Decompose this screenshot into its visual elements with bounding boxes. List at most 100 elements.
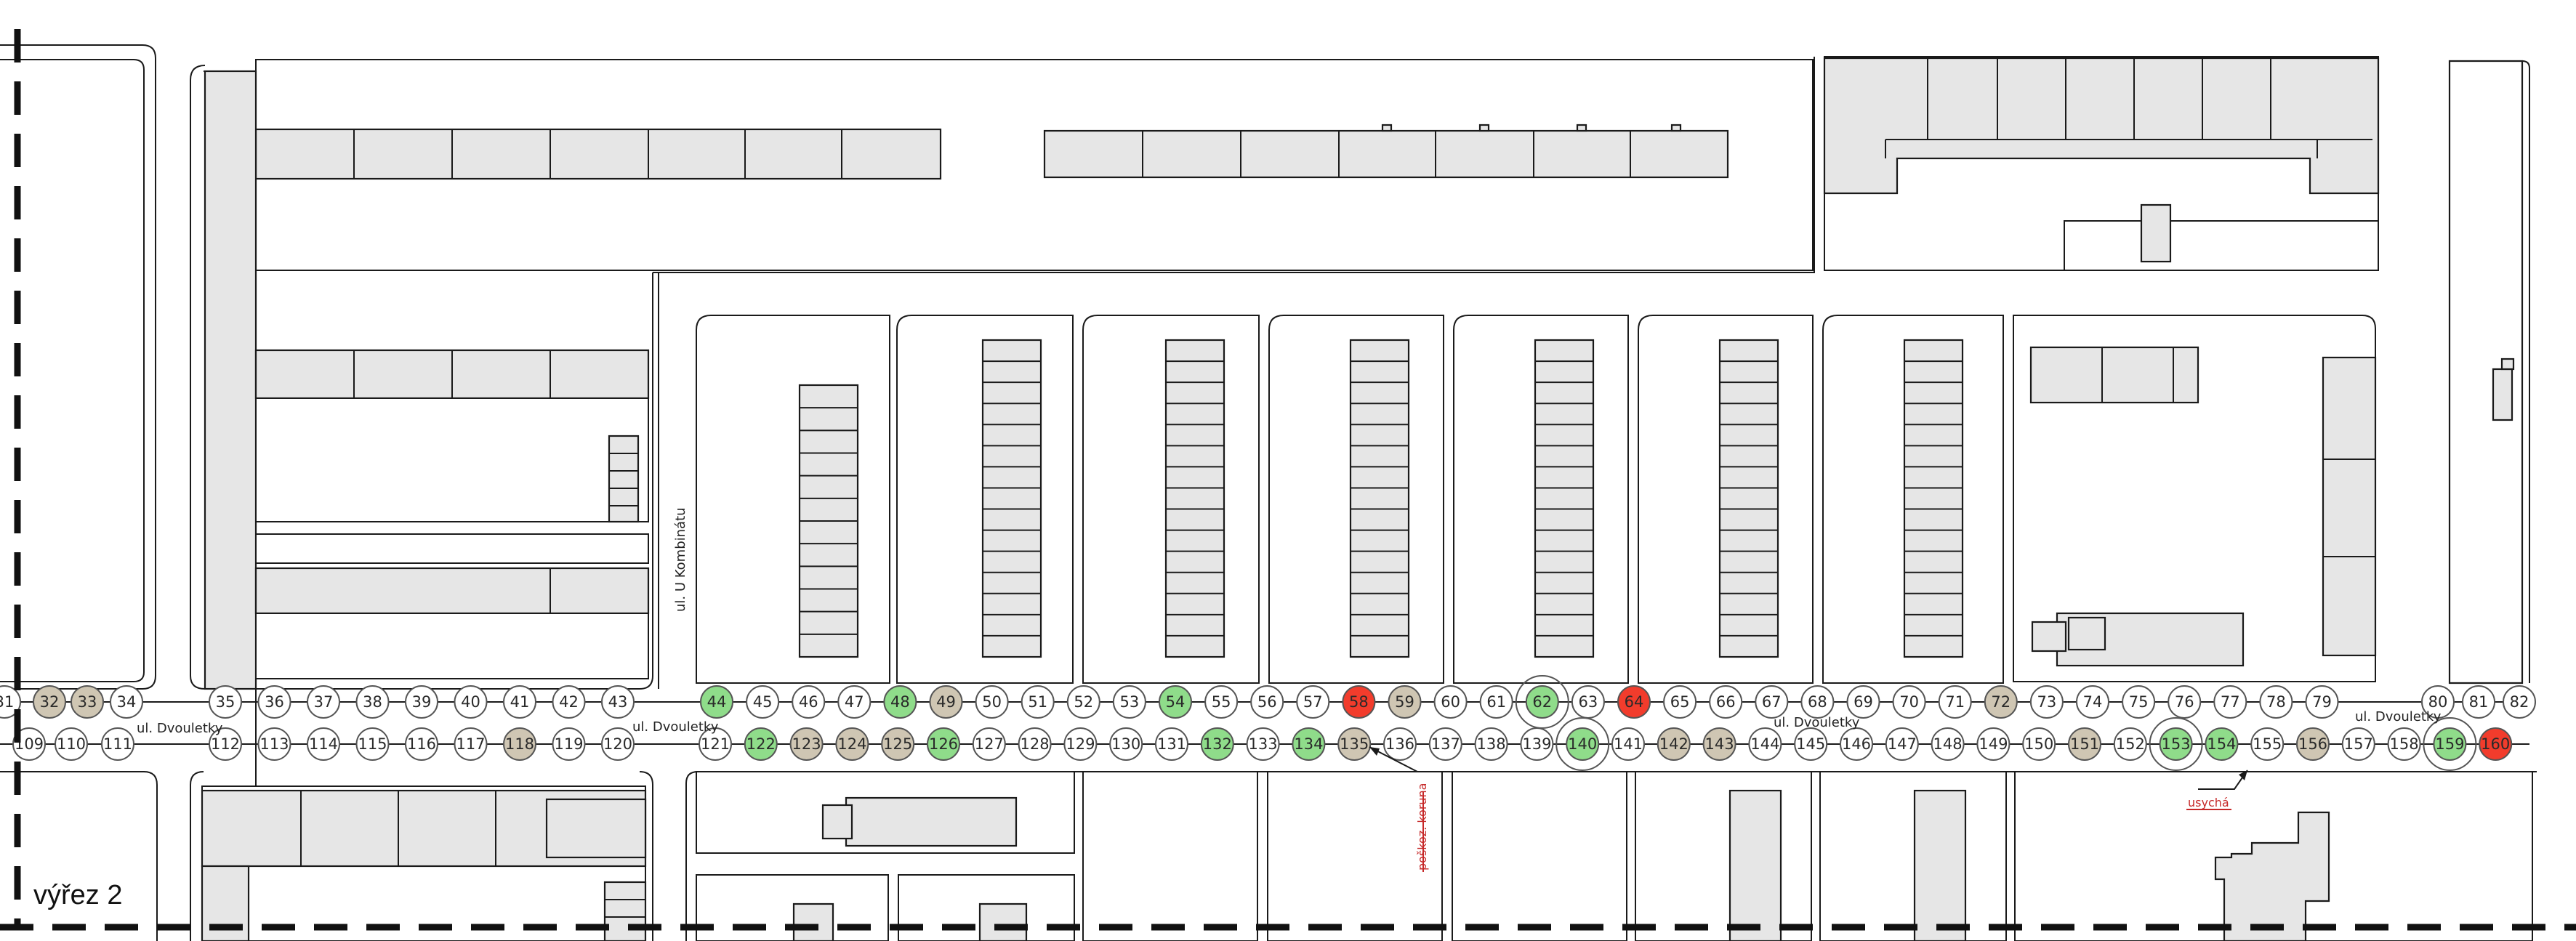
tree-145[interactable]: 145 [1794, 727, 1828, 761]
tree-110[interactable]: 110 [55, 727, 88, 761]
tree-45[interactable]: 45 [746, 685, 780, 719]
tree-32[interactable]: 32 [33, 685, 66, 719]
tree-142[interactable]: 142 [1657, 727, 1691, 761]
tree-153[interactable]: 153 [2149, 717, 2203, 771]
tree-46[interactable]: 46 [792, 685, 826, 719]
tree-66[interactable]: 66 [1709, 685, 1743, 719]
tree-76[interactable]: 76 [2168, 685, 2202, 719]
tree-81[interactable]: 81 [2462, 685, 2495, 719]
tree-54[interactable]: 54 [1159, 685, 1192, 719]
tree-146[interactable]: 146 [1840, 727, 1873, 761]
tree-141[interactable]: 141 [1611, 727, 1645, 761]
tree-71[interactable]: 71 [1938, 685, 1972, 719]
tree-129[interactable]: 129 [1063, 727, 1098, 761]
tree-123[interactable]: 123 [789, 727, 824, 761]
tree-133[interactable]: 133 [1246, 727, 1280, 761]
tree-72[interactable]: 72 [1984, 685, 2018, 719]
tree-68[interactable]: 68 [1800, 685, 1835, 719]
tree-79[interactable]: 79 [2305, 685, 2339, 719]
tree-112[interactable]: 112 [209, 727, 242, 761]
tree-49[interactable]: 49 [929, 685, 963, 719]
tree-51[interactable]: 51 [1021, 685, 1055, 719]
tree-122[interactable]: 122 [744, 727, 778, 761]
tree-138[interactable]: 138 [1474, 727, 1508, 761]
tree-137[interactable]: 137 [1428, 727, 1462, 761]
tree-121[interactable]: 121 [699, 727, 732, 761]
tree-155[interactable]: 155 [2250, 727, 2285, 761]
tree-64[interactable]: 64 [1617, 685, 1651, 719]
tree-114[interactable]: 114 [307, 727, 340, 761]
tree-125[interactable]: 125 [881, 727, 915, 761]
tree-126[interactable]: 126 [927, 727, 960, 761]
tree-158[interactable]: 158 [2387, 727, 2421, 761]
tree-120[interactable]: 120 [601, 727, 635, 761]
tree-36[interactable]: 36 [257, 685, 291, 719]
tree-55[interactable]: 55 [1204, 685, 1239, 719]
tree-53[interactable]: 53 [1112, 685, 1146, 719]
tree-33[interactable]: 33 [71, 685, 104, 719]
tree-135[interactable]: 135 [1337, 727, 1372, 761]
tree-58[interactable]: 58 [1342, 685, 1376, 719]
tree-124[interactable]: 124 [835, 727, 869, 761]
tree-61[interactable]: 61 [1479, 685, 1513, 719]
tree-136[interactable]: 136 [1383, 727, 1417, 761]
tree-48[interactable]: 48 [883, 685, 917, 719]
tree-144[interactable]: 144 [1748, 727, 1782, 761]
tree-148[interactable]: 148 [1931, 727, 1965, 761]
tree-154[interactable]: 154 [2205, 727, 2239, 761]
tree-42[interactable]: 42 [552, 685, 586, 719]
tree-134[interactable]: 134 [1292, 727, 1326, 761]
tree-41[interactable]: 41 [503, 685, 536, 719]
tree-38[interactable]: 38 [355, 685, 390, 719]
tree-65[interactable]: 65 [1663, 685, 1697, 719]
tree-70[interactable]: 70 [1892, 685, 1926, 719]
tree-128[interactable]: 128 [1018, 727, 1052, 761]
tree-152[interactable]: 152 [2113, 727, 2147, 761]
tree-75[interactable]: 75 [2122, 685, 2156, 719]
tree-67[interactable]: 67 [1755, 685, 1789, 719]
tree-151[interactable]: 151 [2068, 727, 2101, 761]
tree-40[interactable]: 40 [454, 685, 488, 719]
tree-130[interactable]: 130 [1109, 727, 1143, 761]
tree-74[interactable]: 74 [2076, 685, 2109, 719]
tree-78[interactable]: 78 [2259, 685, 2293, 719]
tree-62[interactable]: 62 [1515, 675, 1569, 729]
tree-119[interactable]: 119 [552, 727, 586, 761]
tree-47[interactable]: 47 [837, 685, 872, 719]
tree-157[interactable]: 157 [2341, 727, 2375, 761]
tree-149[interactable]: 149 [1976, 727, 2011, 761]
tree-159[interactable]: 159 [2423, 717, 2477, 771]
tree-56[interactable]: 56 [1250, 685, 1284, 719]
tree-35[interactable]: 35 [209, 685, 242, 719]
tree-39[interactable]: 39 [405, 685, 438, 719]
tree-115[interactable]: 115 [355, 727, 390, 761]
tree-109[interactable]: 109 [12, 727, 46, 761]
tree-44[interactable]: 44 [700, 685, 733, 719]
tree-52[interactable]: 52 [1066, 685, 1100, 719]
tree-111[interactable]: 111 [101, 727, 134, 761]
tree-34[interactable]: 34 [110, 685, 143, 719]
tree-43[interactable]: 43 [601, 685, 635, 719]
tree-59[interactable]: 59 [1388, 685, 1422, 719]
tree-132[interactable]: 132 [1200, 727, 1234, 761]
tree-60[interactable]: 60 [1433, 685, 1468, 719]
tree-127[interactable]: 127 [972, 727, 1006, 761]
tree-77[interactable]: 77 [2213, 685, 2247, 719]
tree-113[interactable]: 113 [257, 727, 291, 761]
tree-57[interactable]: 57 [1296, 685, 1330, 719]
tree-116[interactable]: 116 [405, 727, 438, 761]
tree-37[interactable]: 37 [307, 685, 340, 719]
tree-131[interactable]: 131 [1155, 727, 1188, 761]
tree-73[interactable]: 73 [2029, 685, 2064, 719]
tree-118[interactable]: 118 [503, 727, 536, 761]
tree-80[interactable]: 80 [2421, 685, 2455, 719]
tree-160[interactable]: 160 [2479, 727, 2513, 761]
tree-69[interactable]: 69 [1846, 685, 1880, 719]
tree-143[interactable]: 143 [1702, 727, 1736, 761]
tree-140[interactable]: 140 [1555, 717, 1610, 771]
tree-156[interactable]: 156 [2296, 727, 2330, 761]
tree-150[interactable]: 150 [2022, 727, 2056, 761]
tree-147[interactable]: 147 [1885, 727, 1919, 761]
tree-82[interactable]: 82 [2503, 685, 2536, 719]
tree-117[interactable]: 117 [454, 727, 488, 761]
